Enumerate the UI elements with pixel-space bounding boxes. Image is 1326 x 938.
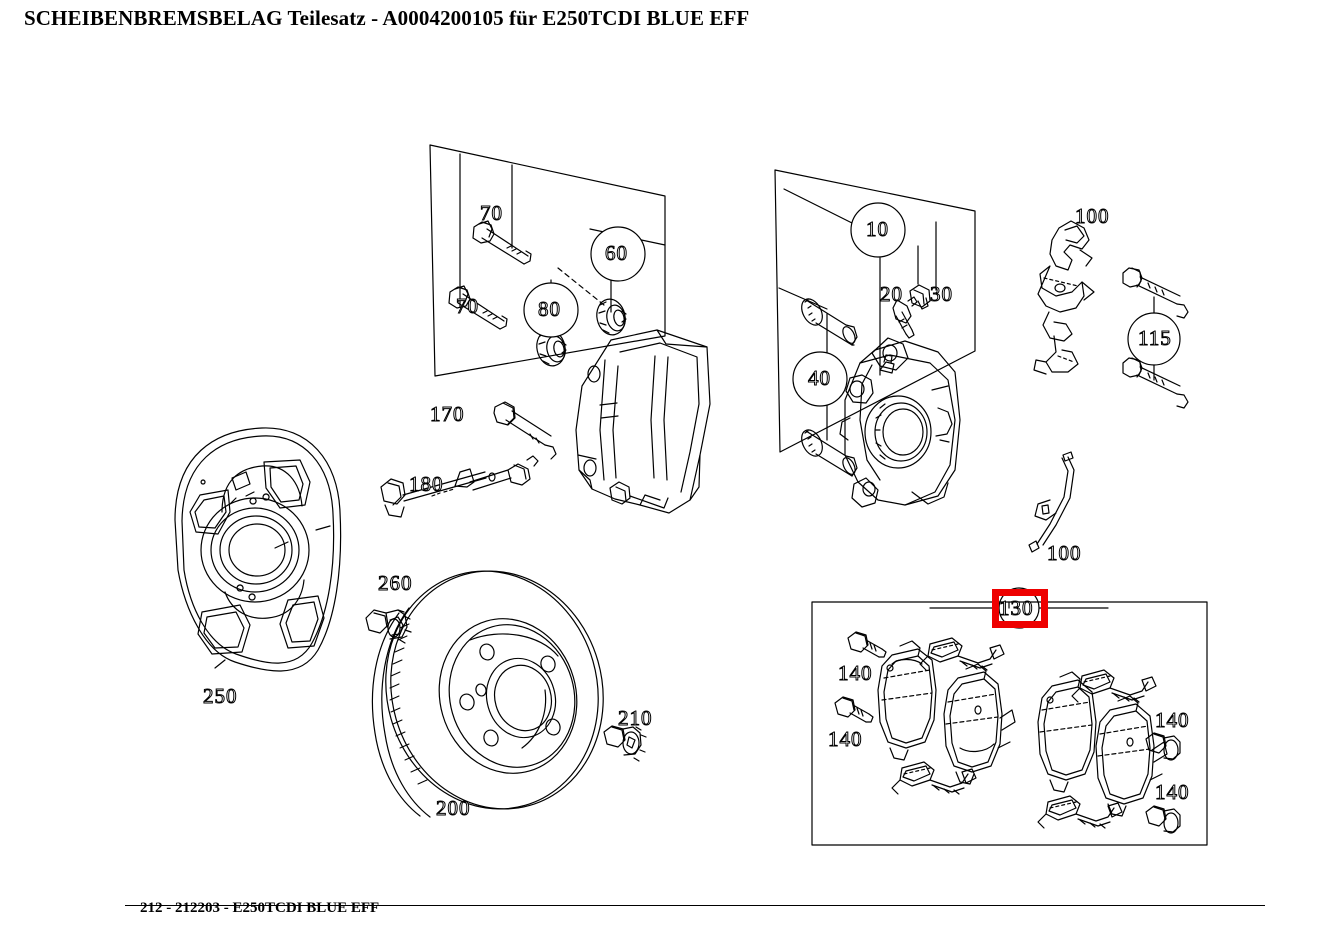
guide-pin-sleeve-10-part: [909, 284, 931, 310]
callout-70-guide-bolt-upper: 70: [480, 201, 503, 225]
callout-20-bleeder-valve: 20: [880, 282, 903, 306]
page-title: SCHEIBENBREMSBELAG Teilesatz - A00042001…: [24, 6, 750, 30]
guide-bolt-upper-part: [472, 220, 532, 265]
footer-divider: [125, 905, 1265, 906]
bubble-80: [523, 282, 579, 338]
callout-250-splash-shield: 250: [203, 684, 238, 708]
retaining-spring-top-left: [919, 637, 1005, 671]
callout-260-hub-bolt: 260: [378, 571, 413, 595]
guide-pin-sleeve-40-lower-part: [801, 429, 858, 477]
brake-pad-3: [1037, 671, 1097, 793]
caliper-carrier-bracket-part: [575, 329, 711, 514]
brake-pad-1: [877, 640, 937, 761]
brake-pad-set-highlight-box[interactable]: [992, 589, 1048, 628]
callout-80-guide-bushing: 80: [538, 297, 561, 321]
spring-clip-assembly-100-part: [1033, 220, 1095, 375]
guide-bolt-group-box: [429, 144, 666, 377]
bubble-60: [590, 226, 646, 282]
callout-180-wear-sensor: 180: [409, 472, 444, 496]
brake-disc-200-part: [371, 570, 604, 818]
guide-bolt-lower-part: [448, 285, 508, 330]
callout-210-disc-screw: 210: [618, 706, 653, 730]
callout-30-bleeder-cap: 30: [930, 282, 953, 306]
callout-40-guide-pin-sleeve: 40: [808, 366, 831, 390]
callout-200-brake-disc: 200: [436, 796, 471, 820]
callout-140-bolt-3: 140: [1155, 708, 1190, 732]
bubble-40: [792, 351, 848, 407]
retaining-spring-top-right: [1071, 669, 1157, 703]
guide-pin-115-leader-lines: [1127, 296, 1181, 381]
guide-pin-115-lower-part: [1122, 357, 1189, 409]
pad-bolt-140-upper-left: [847, 631, 887, 658]
callout-140-bolt-1: 140: [838, 661, 873, 685]
callout-100-retaining-spring: 100: [1075, 204, 1110, 228]
callout-10-guide-pin-sleeve: 10: [866, 217, 889, 241]
callout-100-retaining-clip: 100: [1047, 541, 1082, 565]
bolt-170-part: [493, 401, 557, 460]
footer-caption: 212 - 212203 - E250TCDI BLUE EFF: [140, 900, 380, 916]
bleeder-valve-20-part: [892, 296, 918, 339]
callout-170-bolt: 170: [430, 402, 465, 426]
guide-pin-115-upper-part: [1122, 267, 1189, 319]
splash-shield-250-part: [174, 427, 342, 672]
callout-140-bolt-4: 140: [1155, 780, 1190, 804]
pad-bolt-140-lower-left: [834, 696, 874, 723]
callout-140-bolt-2: 140: [828, 727, 863, 751]
retaining-spring-bottom-left: [891, 761, 977, 795]
callout-bubbles: [523, 202, 906, 407]
caliper-seal-group-box: [774, 169, 976, 453]
wear-sensor-180-part: [380, 455, 539, 518]
brake-pad-set-box: [811, 587, 1208, 846]
pad-bolt-140-lower-right: [1145, 805, 1181, 834]
callout-70-guide-bolt-lower: 70: [456, 294, 479, 318]
disc-screw-210-part: [603, 725, 647, 762]
callout-60-guide-bushing: 60: [605, 241, 628, 265]
callout-115-guide-pin: 115: [1138, 326, 1172, 350]
retaining-spring-bottom-right: [1037, 795, 1123, 829]
bubble-10: [850, 202, 906, 258]
brake-pad-2: [943, 663, 1016, 785]
retaining-wire-clip-100-part: [1028, 451, 1075, 553]
guide-pin-sleeve-40-part: [801, 298, 858, 346]
guide-bushing-60-part: [596, 298, 627, 336]
brake-caliper-body-part: [839, 337, 961, 508]
callout-130-brake-pad-set-label: 130: [999, 596, 1034, 620]
